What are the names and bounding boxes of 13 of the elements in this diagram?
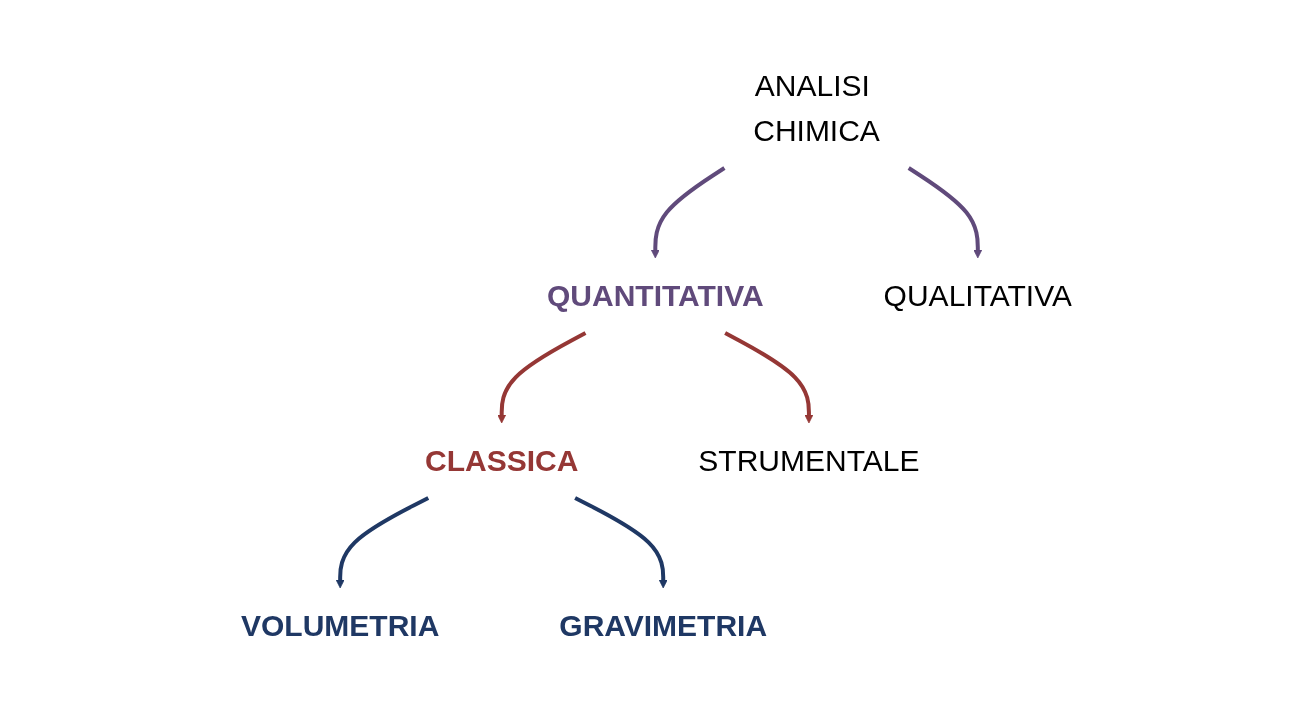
arrow (574, 496, 668, 589)
node-text: VOLUMETRIA (241, 608, 440, 642)
node-text: ANALISI CHIMICA (753, 69, 880, 147)
arrow (724, 331, 814, 424)
node-text: STRUMENTALE (698, 443, 920, 477)
node-text: CLASSICA (425, 443, 579, 477)
arrow (335, 496, 430, 589)
arrow (907, 166, 983, 259)
arrow (497, 331, 587, 424)
node-text: QUALITATIVA (883, 278, 1072, 312)
node-text: GRAVIMETRIA (559, 608, 768, 642)
arrow (650, 166, 726, 259)
node-text: QUANTITATIVA (546, 278, 764, 312)
